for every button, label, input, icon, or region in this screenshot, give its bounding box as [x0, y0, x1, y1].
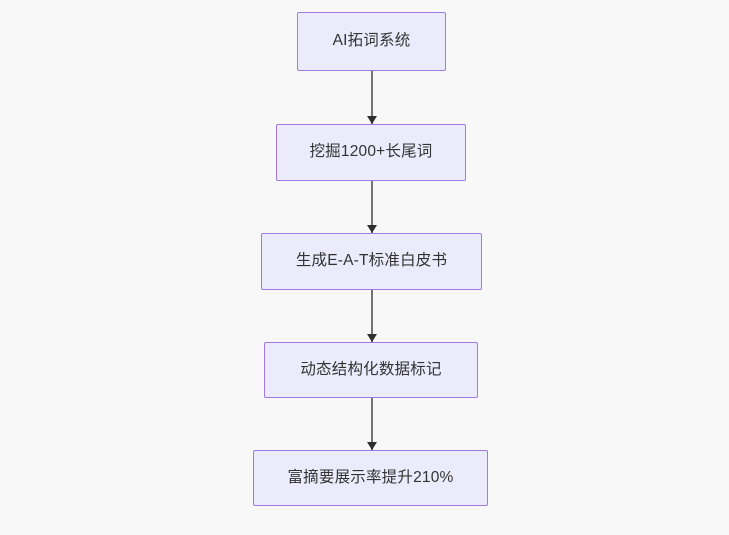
flow-node-label: AI拓词系统 [332, 32, 411, 50]
flow-node-label: 富摘要展示率提升210% [287, 468, 454, 486]
flow-node-rich-snippet-uplift[interactable]: 富摘要展示率提升210% [253, 450, 488, 506]
connector-line [371, 71, 373, 124]
arrowhead-icon [367, 116, 377, 124]
arrowhead-icon [367, 334, 377, 342]
flow-node-ai-keyword-system[interactable]: AI拓词系统 [297, 12, 446, 71]
connector-line [371, 290, 373, 342]
flow-node-dynamic-structured-data[interactable]: 动态结构化数据标记 [264, 342, 478, 398]
arrowhead-icon [367, 442, 377, 450]
flow-node-label: 动态结构化数据标记 [300, 360, 442, 378]
arrowhead-icon [367, 225, 377, 233]
flow-node-label: 生成E-A-T标准白皮书 [295, 252, 448, 270]
flow-node-mine-longtail-keywords[interactable]: 挖掘1200+长尾词 [276, 124, 466, 181]
flow-node-label: 挖掘1200+长尾词 [309, 143, 433, 161]
connector-line [371, 181, 373, 233]
connector-line [371, 398, 373, 450]
flow-node-generate-eat-whitepaper[interactable]: 生成E-A-T标准白皮书 [261, 233, 482, 290]
